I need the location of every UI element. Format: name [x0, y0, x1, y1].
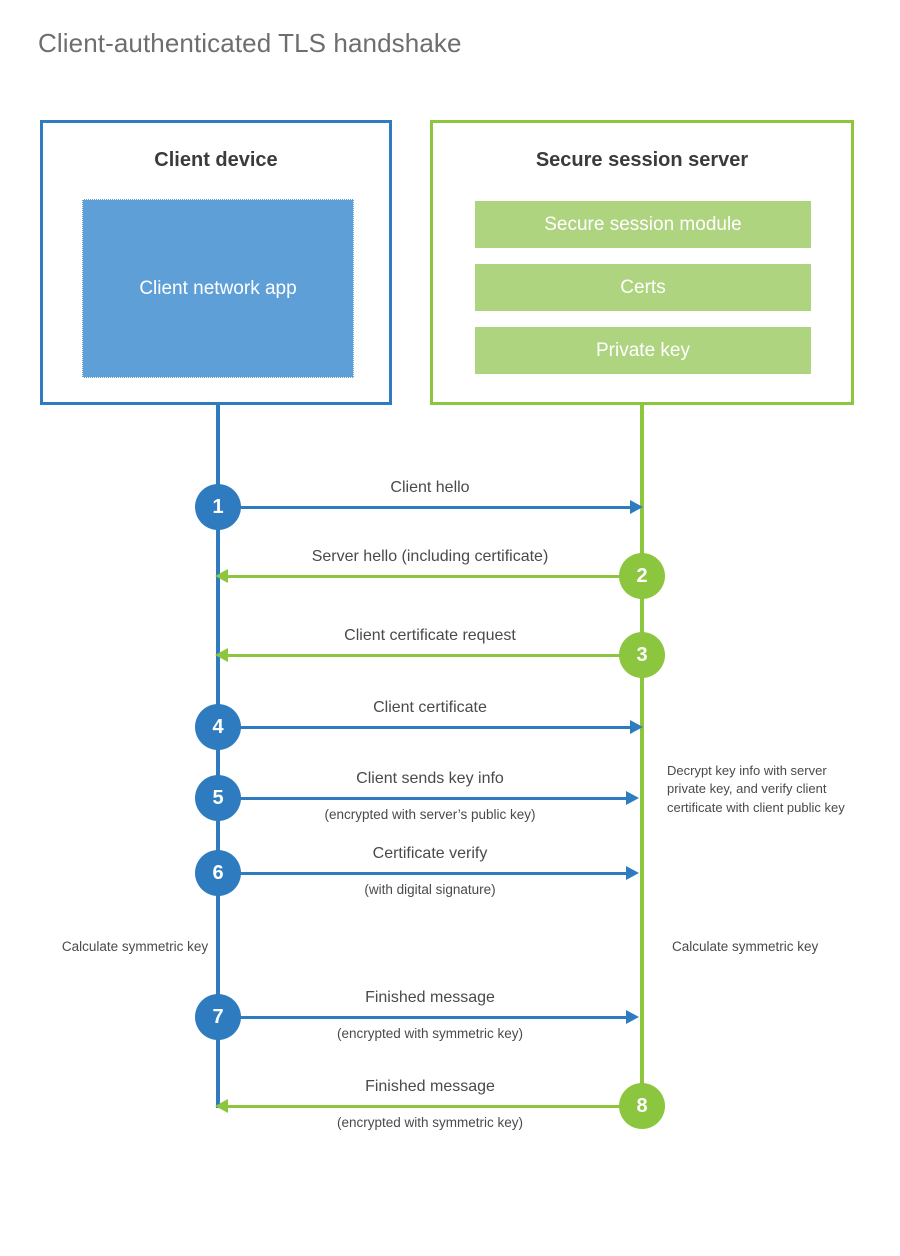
step-badge-7: 7 — [195, 994, 241, 1040]
message-label-4: Client certificate — [373, 699, 487, 716]
message-label-6: Certificate verify — [372, 845, 488, 862]
message-line-2 — [228, 575, 640, 578]
note-calculate-symmetric-key-server: Calculate symmetric key — [672, 939, 819, 954]
message-label-5: Client sends key info — [356, 770, 504, 787]
message-label-7: Finished message — [365, 989, 495, 1006]
arrow-head-6 — [626, 866, 639, 880]
client-lifeline — [216, 402, 220, 1108]
arrow-head-3 — [215, 648, 228, 662]
step-badge-1: 1 — [195, 484, 241, 530]
arrow-head-4 — [630, 720, 643, 734]
step-badge-5: 5 — [195, 775, 241, 821]
message-line-6 — [218, 872, 628, 875]
secure-session-server-title: Secure session server — [535, 149, 749, 171]
step-badge-2: 2 — [619, 553, 665, 599]
client-device-title: Client device — [154, 149, 278, 171]
secure-session-server-box: Secure session server Secure session mod… — [430, 120, 854, 405]
message-line-5 — [218, 797, 628, 800]
arrow-head-5 — [626, 791, 639, 805]
server-lifeline — [640, 402, 644, 1107]
server-component-secure-session-module: Secure session module — [475, 201, 811, 248]
message-line-8 — [228, 1105, 640, 1108]
arrow-head-1 — [630, 500, 643, 514]
arrow-head-8 — [215, 1099, 228, 1113]
arrow-head-2 — [215, 569, 228, 583]
step-badge-3: 3 — [619, 632, 665, 678]
message-sublabel-5: (encrypted with server’s public key) — [324, 807, 536, 822]
step-badge-4: 4 — [195, 704, 241, 750]
message-label-3: Client certificate request — [344, 627, 516, 644]
message-line-3 — [228, 654, 640, 657]
client-network-app-node: Client network app — [82, 199, 354, 378]
step-badge-8: 8 — [619, 1083, 665, 1129]
message-line-4 — [218, 726, 632, 729]
note-calculate-symmetric-key-client: Calculate symmetric key — [61, 939, 209, 954]
message-line-7 — [218, 1016, 628, 1019]
arrow-head-7 — [626, 1010, 639, 1024]
message-sublabel-8: (encrypted with symmetric key) — [336, 1115, 524, 1130]
step-badge-6: 6 — [195, 850, 241, 896]
message-sublabel-7: (encrypted with symmetric key) — [336, 1026, 524, 1041]
message-line-1 — [218, 506, 632, 509]
message-label-2: Server hello (including certificate) — [311, 548, 549, 565]
message-label-1: Client hello — [390, 479, 470, 496]
message-sublabel-6: (with digital signature) — [364, 882, 496, 897]
server-component-private-key: Private key — [475, 327, 811, 374]
client-device-box: Client device Client network app — [40, 120, 392, 405]
message-label-8: Finished message — [365, 1078, 495, 1095]
page-title: Client-authenticated TLS handshake — [38, 28, 462, 58]
note-decrypt-key-info: Decrypt key info with server private key… — [667, 763, 845, 815]
server-component-certs: Certs — [475, 264, 811, 311]
